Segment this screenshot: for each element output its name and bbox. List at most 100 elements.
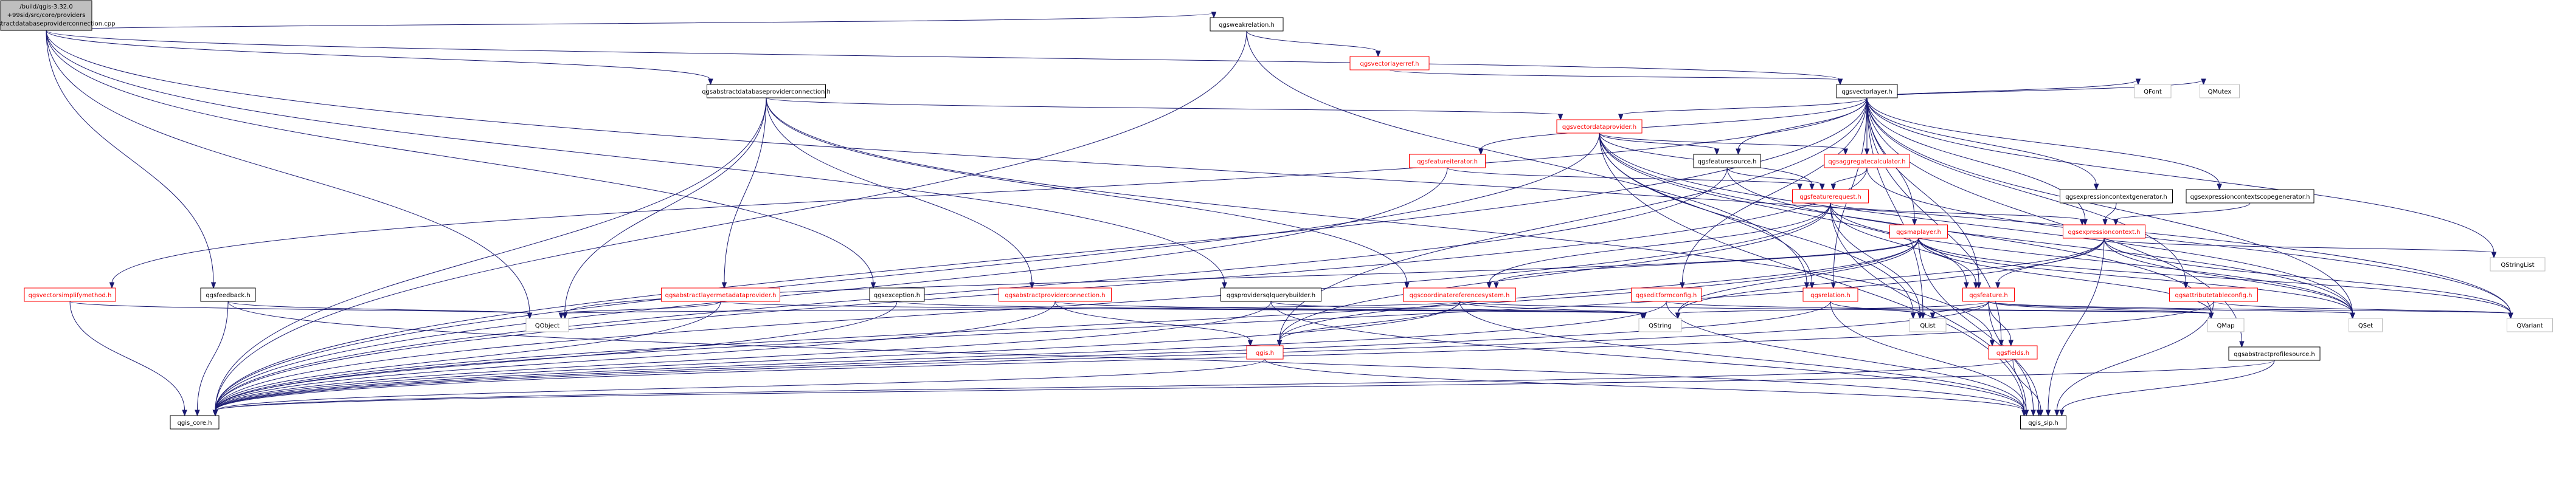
edge-qgsvectorlayer-to-qgsvectordataprovider xyxy=(1618,97,1868,121)
node-qgsfeaturesource[interactable]: qgsfeaturesource.h xyxy=(1693,154,1761,168)
edge-qgsmaplayer-to-qvariant xyxy=(1918,238,2513,320)
node-qgsweakrelation[interactable]: qgsweakrelation.h xyxy=(1210,17,1284,32)
edge-root-to-qvariant xyxy=(46,30,2513,320)
node-qvariant[interactable]: QVariant xyxy=(2507,318,2553,332)
edge-qgsexpressioncontext-to-qgis_sip xyxy=(2045,238,2105,417)
edge-qgsabstractdatabaseproviderconnection-to-qobject xyxy=(562,97,767,320)
node-qgsabstractproviderconnection[interactable]: qgsabstractproviderconnection.h xyxy=(999,287,1112,302)
edge-qgseditformconfig-to-qgis_sip xyxy=(1666,301,2027,417)
root-node[interactable]: /build/qgis-3.32.0 +99sid/src/core/provi… xyxy=(0,0,115,31)
node-label: qgsabstractlayermetadataprovider.h xyxy=(665,292,777,299)
edge-qgscoordinatereferencesystem-to-qobject xyxy=(562,301,1460,320)
node-qgsvectordataprovider[interactable]: qgsvectordataprovider.h xyxy=(1556,119,1643,134)
root-line-2: +99sid/src/core/providers xyxy=(7,12,86,19)
edge-qgsattributetableconfig-to-qgis_sip xyxy=(2054,301,2214,417)
node-qgsvectorlayerref[interactable]: qgsvectorlayerref.h xyxy=(1349,56,1430,70)
node-qgsfeature[interactable]: qgsfeature.h xyxy=(1962,287,2015,302)
node-label: qgsfeaturerequest.h xyxy=(1799,194,1861,201)
node-qmap[interactable]: QMap xyxy=(2207,318,2245,332)
edge-qgsfeaturerequest-to-qgsexpressioncontext xyxy=(1830,202,2085,226)
edge-qgscoordinatereferencesystem-to-qgis xyxy=(1276,301,1460,347)
node-qfont[interactable]: QFont xyxy=(2134,84,2172,98)
node-label: qgsweakrelation.h xyxy=(1219,22,1275,29)
edge-qgsabstractdatabaseproviderconnection-to-qgscoordinatereferencesystem xyxy=(766,97,1410,289)
edge-qgsvectorlayer-to-qgsfeatureiterator xyxy=(1478,97,1868,156)
edge-qgsexpressioncontext-to-qstringlist xyxy=(2103,238,2497,259)
node-label: QVariant xyxy=(2516,323,2543,329)
edge-qgsfeature-to-qset xyxy=(1988,301,2355,320)
node-qgsattributetableconfig[interactable]: qgsattributetableconfig.h xyxy=(2169,287,2258,302)
node-label: qgsaggregatecalculator.h xyxy=(1828,159,1905,165)
node-qgsfeatureiterator[interactable]: qgsfeatureiterator.h xyxy=(1409,154,1486,168)
node-qobject[interactable]: QObject xyxy=(525,318,569,332)
edge-qgsexpressioncontextscopegenerator-to-qgsexpressioncontext xyxy=(2113,202,2251,226)
node-label: qgsfeature.h xyxy=(1969,292,2008,299)
node-label: qgsvectordataprovider.h xyxy=(1562,124,1636,131)
edge-qgsmaplayer-to-qobject xyxy=(562,238,1919,320)
edge-qgsvectordataprovider-to-qgis_core xyxy=(212,132,1600,417)
node-qgsexpressioncontext[interactable]: qgsexpressioncontext.h xyxy=(2063,224,2145,239)
node-label: qgseditformconfig.h xyxy=(1636,292,1697,299)
node-qlist[interactable]: QList xyxy=(1909,318,1947,332)
node-qgsabstractlayermetadataprovider[interactable]: qgsabstractlayermetadataprovider.h xyxy=(661,287,780,302)
edge-qgsvectorlayer-to-qset xyxy=(1866,97,2355,320)
node-qgis-core[interactable]: qgis_core.h xyxy=(170,415,220,430)
edge-qgsvectordataprovider-to-qgsfeature xyxy=(1599,132,1969,289)
edge-qgsmaplayer-to-qgscoordinatereferencesystem xyxy=(1494,238,1919,289)
node-qset[interactable]: QSet xyxy=(2349,318,2383,332)
root-line-1: /build/qgis-3.32.0 xyxy=(19,4,72,10)
node-label: QMap xyxy=(2217,323,2235,329)
node-label: QFont xyxy=(2144,89,2162,95)
node-label: qgsrelation.h xyxy=(1810,292,1851,299)
node-label: QSet xyxy=(2358,323,2373,329)
edge-qgsvectorlayer-to-qgis_core xyxy=(212,97,1868,417)
node-qgsexpressioncontextgenerator[interactable]: qgsexpressioncontextgenerator.h xyxy=(2060,189,2173,204)
edge-qgsabstractprofilesource-to-qgis_sip xyxy=(2059,360,2275,417)
node-qgseditformconfig[interactable]: qgseditformconfig.h xyxy=(1631,287,1702,302)
edge-root-to-qgsabstractdatabaseproviderconnection xyxy=(46,30,713,86)
node-qgsfeedback[interactable]: qgsfeedback.h xyxy=(200,287,256,302)
node-label: qgscoordinatereferencesystem.h xyxy=(1410,292,1510,299)
node-qgsvectorlayer[interactable]: qgsvectorlayer.h xyxy=(1836,84,1898,98)
node-qgsmaplayer[interactable]: qgsmaplayer.h xyxy=(1889,224,1948,239)
node-label: qgsfeaturesource.h xyxy=(1698,159,1757,165)
node-qgsfeaturerequest[interactable]: qgsfeaturerequest.h xyxy=(1792,189,1869,204)
node-qmutex[interactable]: QMutex xyxy=(2200,84,2240,98)
node-label: qgsabstractdatabaseproviderconnection.h xyxy=(702,89,831,95)
node-label: qgsexpressioncontext.h xyxy=(2068,229,2140,236)
node-qgsaggregatecalculator[interactable]: qgsaggregatecalculator.h xyxy=(1824,154,1910,168)
node-qgsexpressioncontextscopegenerator[interactable]: qgsexpressioncontextscopegenerator.h xyxy=(2186,189,2315,204)
node-qgis-sip[interactable]: qgis_sip.h xyxy=(2020,415,2066,430)
node-qgsvectorsimplifymethod[interactable]: qgsvectorsimplifymethod.h xyxy=(24,287,116,302)
node-qgsabstractprofilesource[interactable]: qgsabstractprofilesource.h xyxy=(2228,346,2321,361)
node-label: qgsabstractproviderconnection.h xyxy=(1005,292,1105,299)
edge-qgsfeedback-to-qobject xyxy=(227,301,533,320)
edge-qgsfeature-to-qstring xyxy=(1675,301,1989,320)
node-qgsfields[interactable]: qgsfields.h xyxy=(1988,345,2038,360)
edge-root-to-qobject xyxy=(46,30,533,320)
edge-qgsfeature-to-qgsfields xyxy=(1988,301,2014,347)
node-qgsrelation[interactable]: qgsrelation.h xyxy=(1802,287,1858,302)
edge-qgsfeatureiterator-to-qgsfeaturerequest xyxy=(1447,167,1802,191)
node-label: QList xyxy=(1920,323,1935,329)
edge-qgsvectordataprovider-to-qgsfeaturesource xyxy=(1599,132,1720,156)
edge-qgsfields-to-qgis_core xyxy=(212,358,2013,417)
node-label: qgsexception.h xyxy=(874,292,920,299)
edge-qgsabstractdatabaseproviderconnection-to-qgsabstractproviderconnection xyxy=(766,97,1035,289)
node-qgsabstractdatabaseproviderconnection[interactable]: qgsabstractdatabaseproviderconnection.h xyxy=(702,84,831,98)
edge-qgsfeaturerequest-to-qgscoordinatereferencesystem xyxy=(1486,202,1831,289)
node-qgsprovidersqlquerybuilder[interactable]: qgsprovidersqlquerybuilder.h xyxy=(1220,287,1321,302)
node-qstringlist[interactable]: QStringList xyxy=(2490,257,2546,272)
node-label: qgsprovidersqlquerybuilder.h xyxy=(1227,292,1315,299)
node-qgsexception[interactable]: qgsexception.h xyxy=(869,287,925,302)
node-label: qgsfeatureiterator.h xyxy=(1417,159,1478,165)
node-qstring[interactable]: QString xyxy=(1638,318,1682,332)
edge-qgsabstractdatabaseproviderconnection-to-qgsabstractlayermetadataprovider xyxy=(721,97,767,289)
node-qgscoordinatereferencesystem[interactable]: qgscoordinatereferencesystem.h xyxy=(1403,287,1516,302)
node-label: qgsvectorlayer.h xyxy=(1841,89,1892,95)
node-qgis[interactable]: qgis.h xyxy=(1246,345,1284,360)
edge-qgsattributetableconfig-to-qvariant xyxy=(2213,301,2513,320)
node-label: qgis_core.h xyxy=(178,420,212,427)
node-label: qgis_sip.h xyxy=(2028,420,2058,427)
